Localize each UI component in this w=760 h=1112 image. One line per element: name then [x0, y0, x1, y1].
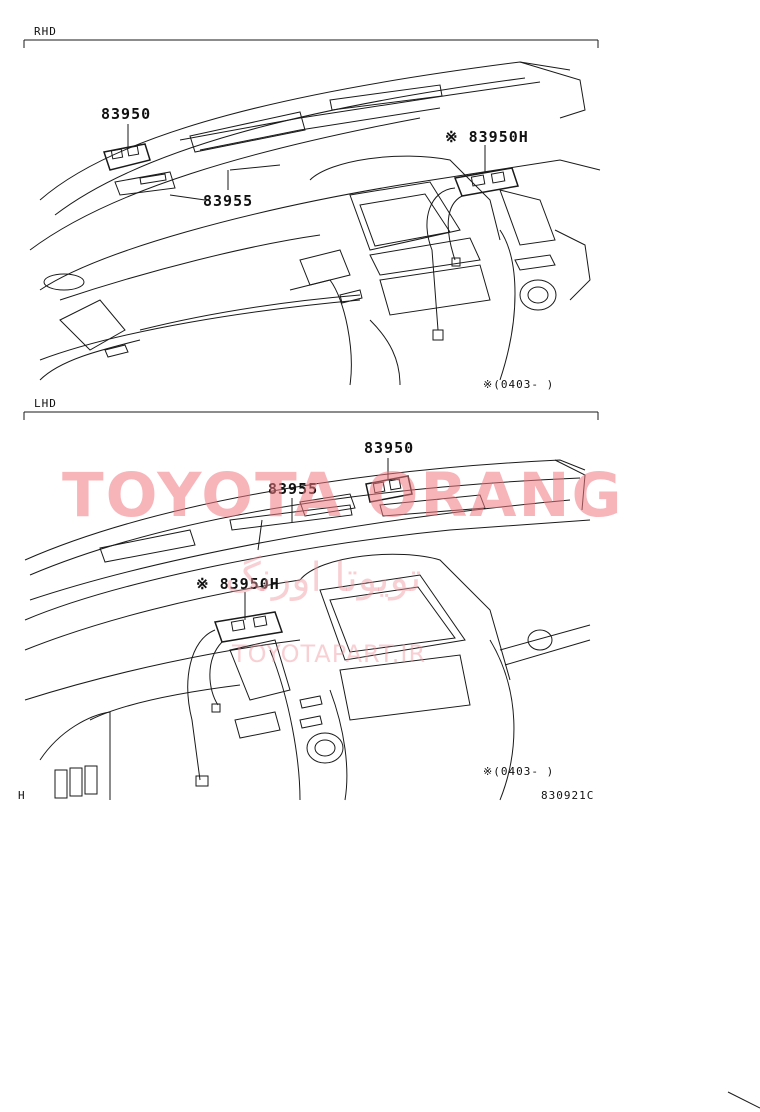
rhd-date-note: ※(0403- )	[483, 378, 555, 391]
lhd-dashboard	[25, 458, 590, 800]
lhd-part-83955: 83955	[268, 480, 319, 498]
rhd-part-83950h: ※ 83950H	[445, 128, 529, 146]
lhd-date-note: ※(0403- )	[483, 765, 555, 778]
lhd-part-83950: 83950	[364, 439, 415, 457]
lhd-section-label: LHD	[34, 397, 57, 410]
rhd-section-label: RHD	[34, 25, 57, 38]
side-mark: H	[18, 789, 26, 802]
lhd-frame	[24, 412, 598, 420]
watermark-url: TOYOTAPART.IR	[232, 640, 427, 668]
watermark-brand: TOYOTA ORANG	[62, 460, 624, 531]
lhd-part-83950h: ※ 83950H	[196, 575, 280, 593]
corner-mark	[728, 1092, 760, 1108]
rhd-frame	[24, 40, 598, 48]
rhd-part-83955: 83955	[203, 192, 254, 210]
diagram-code: 830921C	[541, 789, 595, 802]
watermark-persian: تویوتا اورنگ	[225, 555, 422, 601]
rhd-dashboard	[30, 62, 600, 385]
rhd-part-83950: 83950	[101, 105, 152, 123]
